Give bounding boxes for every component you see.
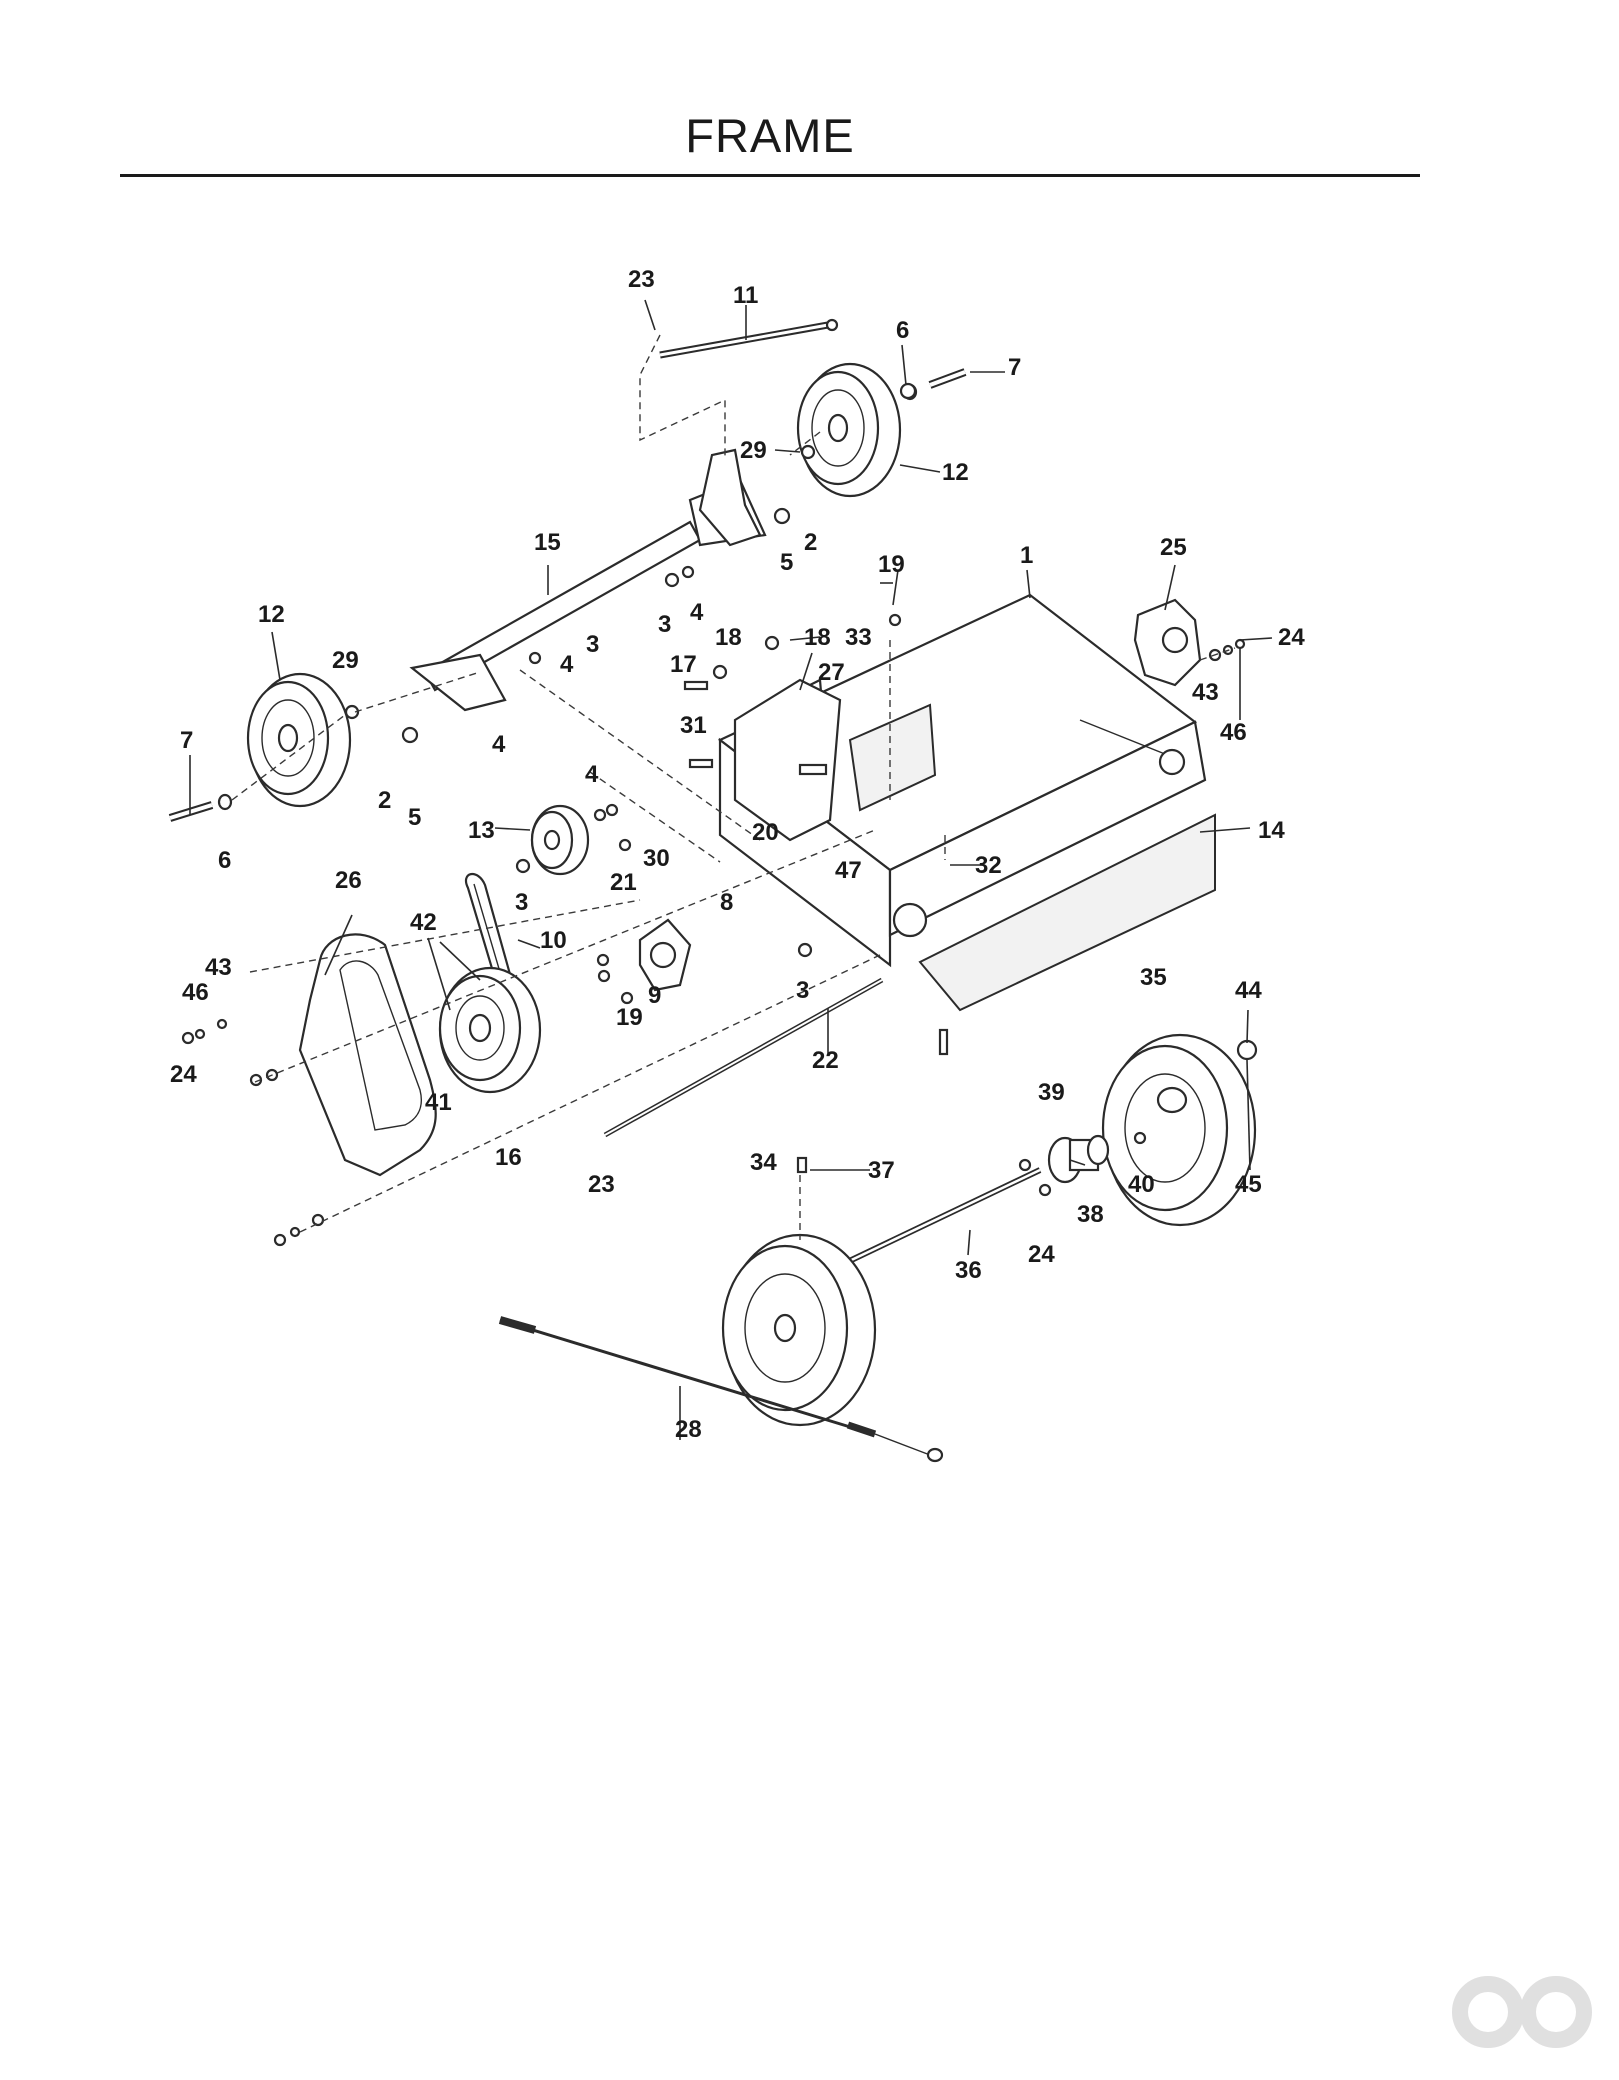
wheel-front-right	[796, 362, 902, 498]
pulley-16	[438, 966, 542, 1094]
callout-23-bottom: 23	[588, 1171, 615, 1198]
callout-22: 22	[812, 1047, 839, 1074]
callout-4-c: 4	[492, 731, 506, 758]
callout-4-d: 4	[585, 761, 599, 788]
callout-5-left: 5	[408, 804, 421, 831]
belt-guard-26	[298, 933, 437, 1177]
watermark-logo	[1452, 1976, 1592, 2048]
callout-24-right: 24	[1278, 624, 1305, 651]
callout-20: 20	[752, 819, 779, 846]
pulley-13	[530, 804, 590, 876]
callout-15: 15	[534, 529, 561, 556]
callout-43-left: 43	[205, 954, 232, 981]
callout-18-b: 18	[804, 624, 831, 651]
callout-39: 39	[1038, 1079, 1065, 1106]
side-plate	[733, 678, 937, 842]
callout-12-left: 12	[258, 601, 285, 628]
rod-11	[659, 318, 839, 359]
callout-11: 11	[733, 282, 758, 309]
callout-18-a: 18	[715, 624, 742, 651]
callouts: 23 11 6 7 29 12 2 5 15 1 19 25 3 4 33 24…	[170, 266, 1305, 1443]
callout-45: 45	[1235, 1171, 1262, 1198]
cable-28	[498, 1316, 944, 1463]
callout-5-top: 5	[780, 549, 793, 576]
callout-19-top: 19	[878, 551, 905, 578]
callout-13: 13	[468, 817, 495, 844]
hardware	[181, 382, 1258, 1247]
callout-2-top: 2	[804, 529, 817, 556]
callout-7-top: 7	[1008, 354, 1021, 381]
callout-4-b: 4	[560, 651, 574, 678]
callout-23-top: 23	[628, 266, 655, 293]
callout-46-left: 46	[182, 979, 209, 1006]
leader-lines	[189, 299, 1273, 1440]
callout-47: 47	[835, 857, 862, 884]
callout-38: 38	[1077, 1201, 1104, 1228]
callout-32: 32	[975, 852, 1002, 879]
bracket-25	[1133, 598, 1202, 687]
callout-3-c: 3	[515, 889, 528, 916]
callout-44: 44	[1235, 977, 1262, 1004]
callout-25: 25	[1160, 534, 1187, 561]
callout-17: 17	[670, 651, 697, 678]
callout-41: 41	[425, 1089, 452, 1116]
callout-7-left: 7	[180, 727, 193, 754]
callout-24-bottom: 24	[1028, 1241, 1055, 1268]
assembly-lines	[231, 431, 1236, 1240]
callout-43-right: 43	[1192, 679, 1219, 706]
wheel-rear-left	[721, 1233, 877, 1427]
callout-1: 1	[1020, 542, 1033, 569]
rod-22	[603, 977, 884, 1138]
callout-3-b: 3	[586, 631, 599, 658]
callout-19-left: 19	[616, 1004, 643, 1031]
hub-assembly	[1047, 1134, 1110, 1184]
callout-24-left: 24	[170, 1061, 197, 1088]
callout-6-top: 6	[896, 317, 909, 344]
title-rule	[120, 174, 1420, 177]
callout-3-a: 3	[658, 611, 671, 638]
callout-33: 33	[845, 624, 872, 651]
callout-46-right: 46	[1220, 719, 1247, 746]
callout-27: 27	[818, 659, 845, 686]
callout-36: 36	[955, 1257, 982, 1284]
callout-35: 35	[1140, 964, 1167, 991]
callout-40: 40	[1128, 1171, 1155, 1198]
callout-28: 28	[675, 1416, 702, 1443]
callout-29-top: 29	[740, 437, 767, 464]
callout-2-left: 2	[378, 787, 391, 814]
callout-4-a: 4	[690, 599, 704, 626]
rear-axle	[818, 1167, 1042, 1278]
page-title: FRAME	[685, 109, 855, 162]
callout-12-top: 12	[942, 459, 969, 486]
callout-31: 31	[680, 712, 707, 739]
callout-8: 8	[720, 889, 733, 916]
callout-3-d: 3	[796, 977, 809, 1004]
callout-29-left: 29	[332, 647, 359, 674]
bearing-9	[638, 918, 692, 992]
callout-6-left: 6	[218, 847, 231, 874]
callout-21: 21	[610, 869, 637, 896]
callout-16: 16	[495, 1144, 522, 1171]
wheel-front-left	[246, 672, 352, 808]
callout-26: 26	[335, 867, 362, 894]
callout-34: 34	[750, 1149, 777, 1176]
callout-10: 10	[540, 927, 567, 954]
callout-14: 14	[1258, 817, 1285, 844]
callout-37: 37	[868, 1157, 895, 1184]
handle-bracket	[639, 334, 762, 547]
callout-42: 42	[410, 909, 437, 936]
callout-9: 9	[648, 982, 661, 1009]
callout-30: 30	[643, 845, 670, 872]
wheel-rear-right	[1101, 1033, 1257, 1227]
